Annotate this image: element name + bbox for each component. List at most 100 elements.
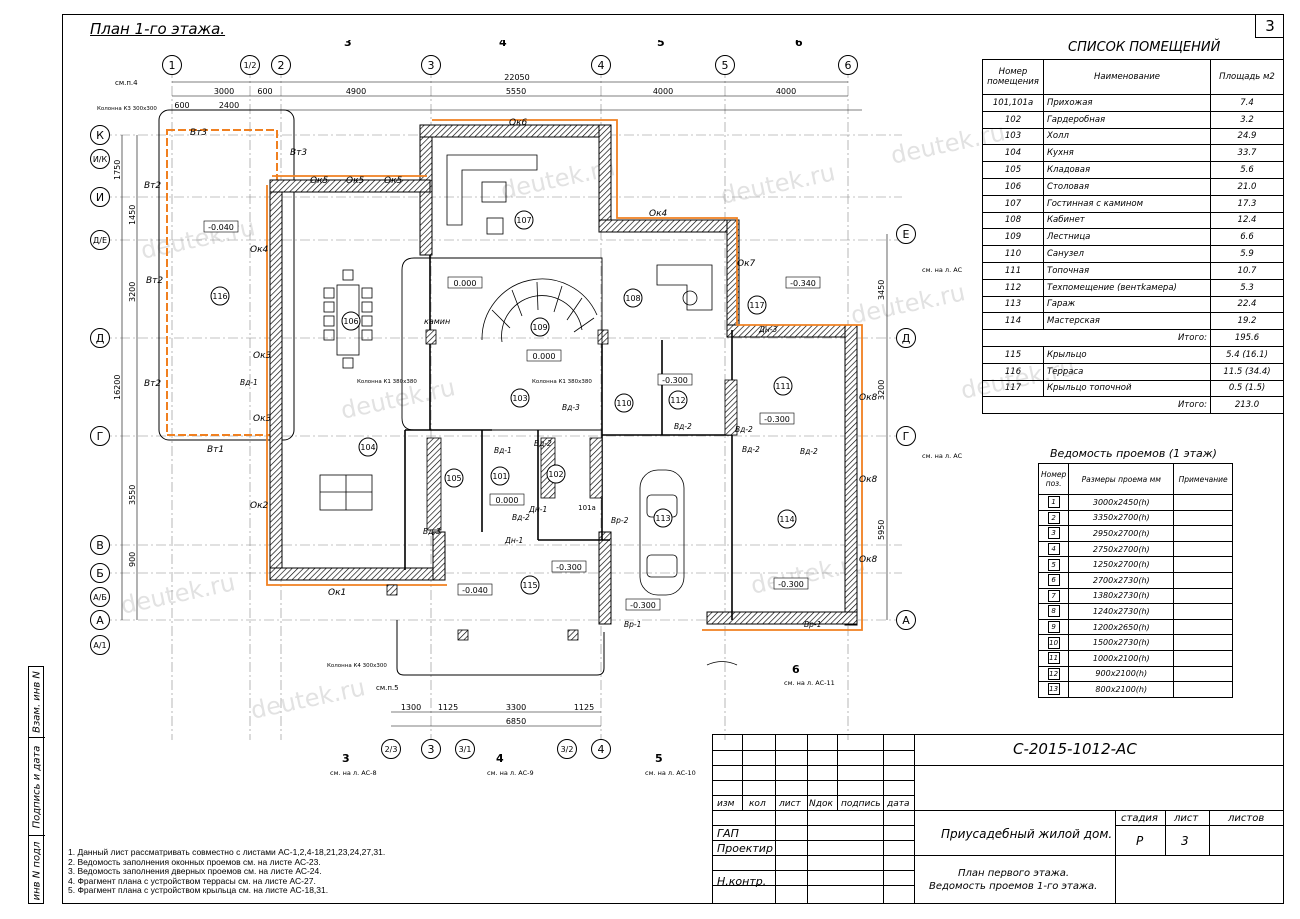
door-label: Вд-3 [423,527,441,536]
opening-number: 4 [1047,543,1060,556]
column-blocks [425,329,738,531]
room-area-cell: 12.4 [1210,211,1284,230]
column-label: Колонна К1 380x380 [532,379,592,385]
axis-bubbles-left: К И/К И Д/Е Д Г В Б А/Б А А/1 [90,125,110,655]
axis-label: 4 [598,59,605,72]
level-value: 0.000 [533,352,556,361]
opening-number: 8 [1047,605,1060,618]
role-label: ГАП [717,827,739,840]
insulation-line [266,119,863,631]
note-line: 4. Фрагмент плана с устройством террасы … [68,875,316,886]
opening-number: 1 [1047,496,1060,509]
left-strip-label: Подпись и дата [31,745,43,828]
rooms-header-area: Площадь м2 [1210,59,1284,95]
opening-pos-cell: 6 [1037,571,1070,589]
door-label: Вд-2 [742,445,760,454]
axis-label: 5 [722,59,729,72]
total-label: Итого: [982,329,1211,347]
door-label: Вр-1 [624,620,641,629]
room-number-cell: 108 [982,211,1044,230]
window-label: Ок4 [649,209,668,219]
door-label: Вд-2 [800,447,818,456]
axis-label: 3/2 [561,745,574,754]
axis-label: В [96,539,104,552]
porch-columns [386,584,579,641]
window-label: Ок8 [859,555,878,565]
room-name-cell: Лестница [1043,228,1211,247]
gate-label: Вт3 [190,128,207,138]
opening-size-cell: 2700x2730(h) [1068,571,1175,589]
opening-note-cell [1173,525,1233,542]
axis-label: Д/Е [93,236,107,245]
col-label: Nдок [809,799,833,809]
office-desk [656,264,713,311]
opening-pos-cell: 5 [1037,556,1070,573]
room-name-cell: Прихожая [1043,94,1211,112]
kitchen-island [319,474,373,511]
rooms-header-number: Номер помещения [982,59,1044,95]
room-number: 113 [655,514,670,523]
section-ref: см. на л. АС-9 [487,769,534,777]
note-line: 3. Ведомость заполнения дверных проемов … [68,866,322,877]
room-number: 114 [779,515,794,524]
opening-number: 13 [1047,683,1060,696]
left-dimensions: 1750 1450 3200 16200 3550 900 [113,160,137,567]
section-ref: см. на л. АС-6 [922,452,962,460]
room-area-cell: 11.5 (34.4) [1210,362,1284,381]
sheets-label: листов [1228,813,1265,824]
room-name-cell: Крыльцо топочной [1043,379,1211,398]
opening-size-cell: 2950x2700(h) [1068,525,1175,542]
opening-pos-cell: 13 [1037,681,1070,698]
room-area-cell: 5.9 [1210,245,1284,263]
dim-text: 1125 [574,703,594,712]
role-label: Н.контр. [717,875,767,888]
axis-label: 2 [278,59,285,72]
room-number: 105 [446,474,461,483]
opening-note-cell [1173,618,1233,636]
drawing-code: С-2015-1012-АС [1013,740,1137,758]
opening-size-cell: 1200x2650(h) [1068,618,1175,636]
door-label: Вд-2 [735,425,753,434]
subtotal-row: Итого:195.6 [982,329,1284,347]
section-ref: см. на л. АС-7 [922,266,962,274]
car-icon [639,469,685,596]
room-number-cell: 109 [982,228,1044,247]
axis-label: А [96,614,104,627]
opening-note-cell [1173,634,1233,651]
terrace-railing [166,129,278,436]
stage-label: стадия [1121,813,1158,824]
opening-number: 2 [1047,511,1060,524]
opening-pos-cell: 2 [1037,509,1070,527]
room-name-cell: Гардеробная [1043,110,1211,129]
room-number-cell: 101,101а [982,94,1044,112]
stage-value: Р [1136,834,1144,848]
axis-label: 3/1 [459,745,472,754]
opening-size-cell: 1250x2700(h) [1068,556,1175,573]
level-value: -0.340 [790,279,816,288]
room-number-cell: 103 [982,127,1044,146]
sheet-value: 3 [1181,834,1189,848]
room-number: 107 [516,216,531,225]
room-number-cell: 114 [982,312,1044,331]
opening-size-cell: 1000x2100(h) [1068,649,1175,667]
room-name-cell: Санузел [1043,245,1211,263]
room-name-cell: Кухня [1043,144,1211,163]
opening-pos-cell: 1 [1037,494,1070,511]
opening-size-cell: 3350x2700(h) [1068,509,1175,527]
room-area-cell: 17.3 [1210,194,1284,213]
note-line: 5. Фрагмент плана с устройством крыльца … [68,885,329,896]
section-mark: 5 [657,40,665,49]
note-line: 1. Данный лист рассматривать совместно с… [68,847,386,857]
overall-dim: 22050 [504,73,529,82]
